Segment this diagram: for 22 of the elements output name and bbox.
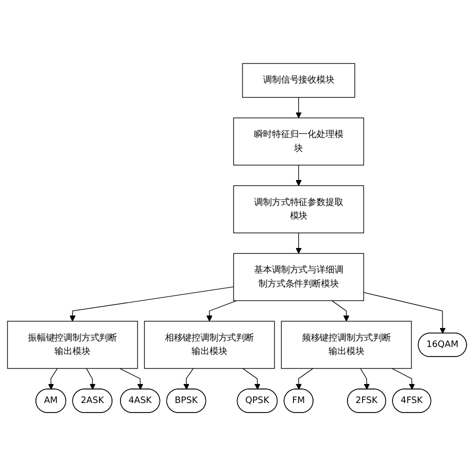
node-box: 频移键控调制方式判断输出模块	[280, 320, 412, 369]
node-box: 调制方式特征参数提取模块	[233, 185, 364, 234]
arrow	[296, 164, 302, 186]
arrow	[332, 300, 350, 322]
node-box: 振幅键控调制方式判断输出模块	[7, 320, 138, 369]
arrow	[206, 300, 237, 322]
arrow	[242, 368, 260, 390]
node-box: 调制信号接收模块	[242, 63, 356, 98]
arrow	[70, 286, 234, 322]
arrow	[86, 368, 96, 390]
node-box: 相移键控调制方式判断输出模块	[144, 320, 275, 369]
arrow	[119, 368, 144, 390]
arrow	[183, 368, 194, 390]
arrow	[48, 368, 58, 390]
arrow	[392, 368, 415, 390]
arrow	[296, 96, 302, 118]
arrow	[360, 368, 370, 390]
arrow	[296, 368, 314, 390]
arrow	[296, 232, 302, 254]
node-box: 瞬时特征归一化处理模块	[233, 118, 364, 166]
arrow	[363, 292, 446, 334]
node-box: 基本调制方式与详细调制方式条件判断模块	[233, 253, 364, 301]
